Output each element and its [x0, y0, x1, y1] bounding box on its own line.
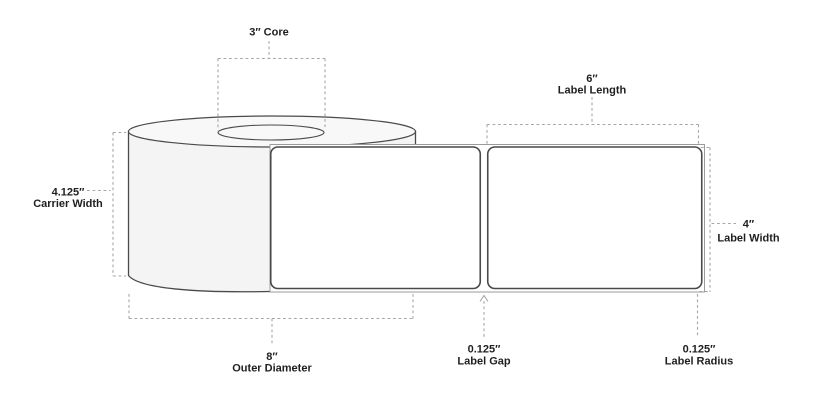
carrier-width-dimension-lines	[87, 131, 126, 277]
label-gap-arrow-icon	[479, 294, 489, 302]
outer-diameter-dimension-lines	[128, 294, 414, 344]
core-dimension-lines	[217, 41, 326, 129]
label-strip	[269, 144, 705, 293]
outer-diameter-label: Outer Diameter	[232, 363, 312, 375]
core-dimension-text: 3″ Core	[249, 27, 289, 39]
dimension-texts: 3″ Core 6″ Label Length 4.125″ Carrier W…	[33, 27, 780, 375]
label-2	[486, 146, 703, 290]
label-length-dimension-lines	[486, 97, 700, 144]
label-gap-value: 0.125″	[468, 344, 502, 356]
roll-core-hole	[217, 124, 325, 141]
label-width-label: Label Width	[717, 233, 780, 245]
outer-diameter-value: 8″	[266, 351, 278, 363]
carrier-width-label: Carrier Width	[33, 198, 103, 210]
dimension-lines	[87, 41, 736, 344]
label-width-value: 4″	[743, 219, 755, 231]
label-length-label: Label Length	[558, 85, 627, 97]
carrier-width-value: 4.125″	[52, 187, 86, 199]
label-radius-label: Label Radius	[665, 356, 733, 368]
roll-front-outline	[127, 130, 271, 293]
label-1	[269, 146, 482, 290]
label-gap-label: Label Gap	[457, 356, 510, 368]
label-width-dimension-lines	[699, 146, 736, 293]
label-radius-value: 0.125″	[683, 344, 717, 356]
label-length-value: 6″	[586, 73, 598, 85]
